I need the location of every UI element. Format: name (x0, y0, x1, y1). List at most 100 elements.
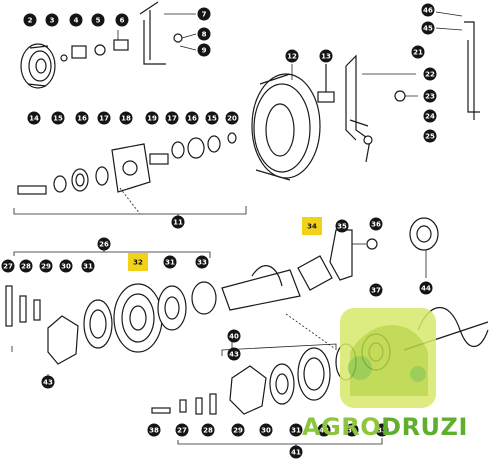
callout-17: 17 (165, 111, 179, 125)
callout-28: 28 (201, 423, 215, 437)
callout-4: 4 (69, 13, 83, 27)
callout-44: 44 (419, 281, 433, 295)
callout-label: 24 (425, 113, 435, 121)
callout-18: 18 (119, 111, 133, 125)
callout-label: 9 (202, 47, 207, 55)
pulley-2 (20, 43, 56, 89)
callout-label: 43 (229, 351, 239, 359)
callout-9: 9 (197, 43, 211, 57)
callout-label: 6 (120, 17, 125, 25)
callout-11: 11 (171, 215, 185, 229)
callout-label: 8 (202, 31, 207, 39)
callout-14: 14 (27, 111, 41, 125)
small-parts-3-6 (60, 30, 129, 62)
auger-shaft (221, 229, 378, 311)
callout-2: 2 (23, 13, 37, 27)
callout-22: 22 (423, 67, 437, 81)
callout-31: 31 (289, 423, 303, 437)
watermark-part1: AGRO (302, 413, 382, 441)
callout-label: 33 (377, 427, 387, 435)
callout-label: 18 (121, 115, 131, 123)
callout-40: 40 (227, 329, 241, 343)
callout-42: 42 (317, 423, 331, 437)
callout-38: 38 (147, 423, 161, 437)
callout-41: 41 (289, 445, 303, 459)
bracket-22 (345, 54, 418, 141)
callout-25: 25 (423, 129, 437, 143)
callout-46: 46 (421, 3, 435, 17)
callout-label: 29 (41, 263, 51, 271)
callout-19: 19 (145, 111, 159, 125)
callout-label: 20 (227, 115, 237, 123)
callout-label: 45 (423, 25, 433, 33)
callout-15: 15 (51, 111, 65, 125)
callout-label: 25 (425, 133, 435, 141)
callout-label: 27 (177, 427, 187, 435)
callout-21: 21 (411, 45, 425, 59)
callout-label: 36 (371, 221, 381, 229)
bolt-25 (363, 135, 373, 163)
callout-label: 44 (421, 285, 431, 293)
callout-30: 30 (59, 259, 73, 273)
callout-31: 31 (81, 259, 95, 273)
callout-20: 20 (225, 111, 239, 125)
callout-label: 5 (96, 17, 101, 25)
pulley-12 (251, 64, 321, 181)
callout-30: 30 (259, 423, 273, 437)
callout-label: 31 (83, 263, 93, 271)
callout-27: 27 (175, 423, 189, 437)
callout-label: 42 (319, 427, 329, 435)
callout-label: 30 (61, 263, 71, 271)
callout-29: 29 (231, 423, 245, 437)
callout-5: 5 (91, 13, 105, 27)
callout-43: 43 (227, 347, 241, 361)
callout-label: 37 (371, 287, 381, 295)
callout-label: 17 (167, 115, 177, 123)
hub-44 (409, 217, 439, 278)
callout-label: 2 (28, 17, 33, 25)
bracket-7 (139, 1, 197, 65)
callout-label: 7 (202, 11, 207, 19)
callout-33: 33 (195, 255, 209, 269)
callout-label: 29 (233, 427, 243, 435)
callout-label: 26 (99, 241, 109, 249)
callout-37: 37 (369, 283, 383, 297)
callout-label: 28 (203, 427, 213, 435)
callout-35: 35 (335, 219, 349, 233)
callout-label: 21 (413, 49, 423, 57)
bolt-13 (317, 64, 335, 103)
callout-31: 31 (163, 255, 177, 269)
callout-label: 13 (321, 53, 331, 61)
callout-6: 6 (115, 13, 129, 27)
callout-26: 26 (97, 237, 111, 251)
callout-3: 3 (45, 13, 59, 27)
callout-label: 3 (50, 17, 55, 25)
callout-label: 12 (287, 53, 297, 61)
callout-17: 17 (97, 111, 111, 125)
callout-label: 17 (99, 115, 109, 123)
callout-label: 33 (197, 259, 207, 267)
callout-24: 24 (423, 109, 437, 123)
callout-label: 32 (133, 259, 143, 267)
watermark-badge (340, 308, 436, 408)
callout-7: 7 (197, 7, 211, 21)
callout-15: 15 (205, 111, 219, 125)
callout-23: 23 (423, 89, 437, 103)
callout-45: 45 (421, 21, 435, 35)
callout-label: 31 (347, 427, 357, 435)
callout-32: 32 (128, 253, 148, 271)
callout-label: 14 (29, 115, 39, 123)
callout-33: 33 (375, 423, 389, 437)
callout-label: 19 (147, 115, 157, 123)
callout-36: 36 (369, 217, 383, 231)
callout-label: 11 (173, 219, 183, 227)
callout-label: 43 (43, 379, 53, 387)
callout-label: 23 (425, 93, 435, 101)
callout-29: 29 (39, 259, 53, 273)
callout-label: 31 (165, 259, 175, 267)
watermark-logo: AGRODRUZI (302, 413, 468, 441)
callout-label: 46 (423, 7, 433, 15)
callout-label: 38 (149, 427, 159, 435)
